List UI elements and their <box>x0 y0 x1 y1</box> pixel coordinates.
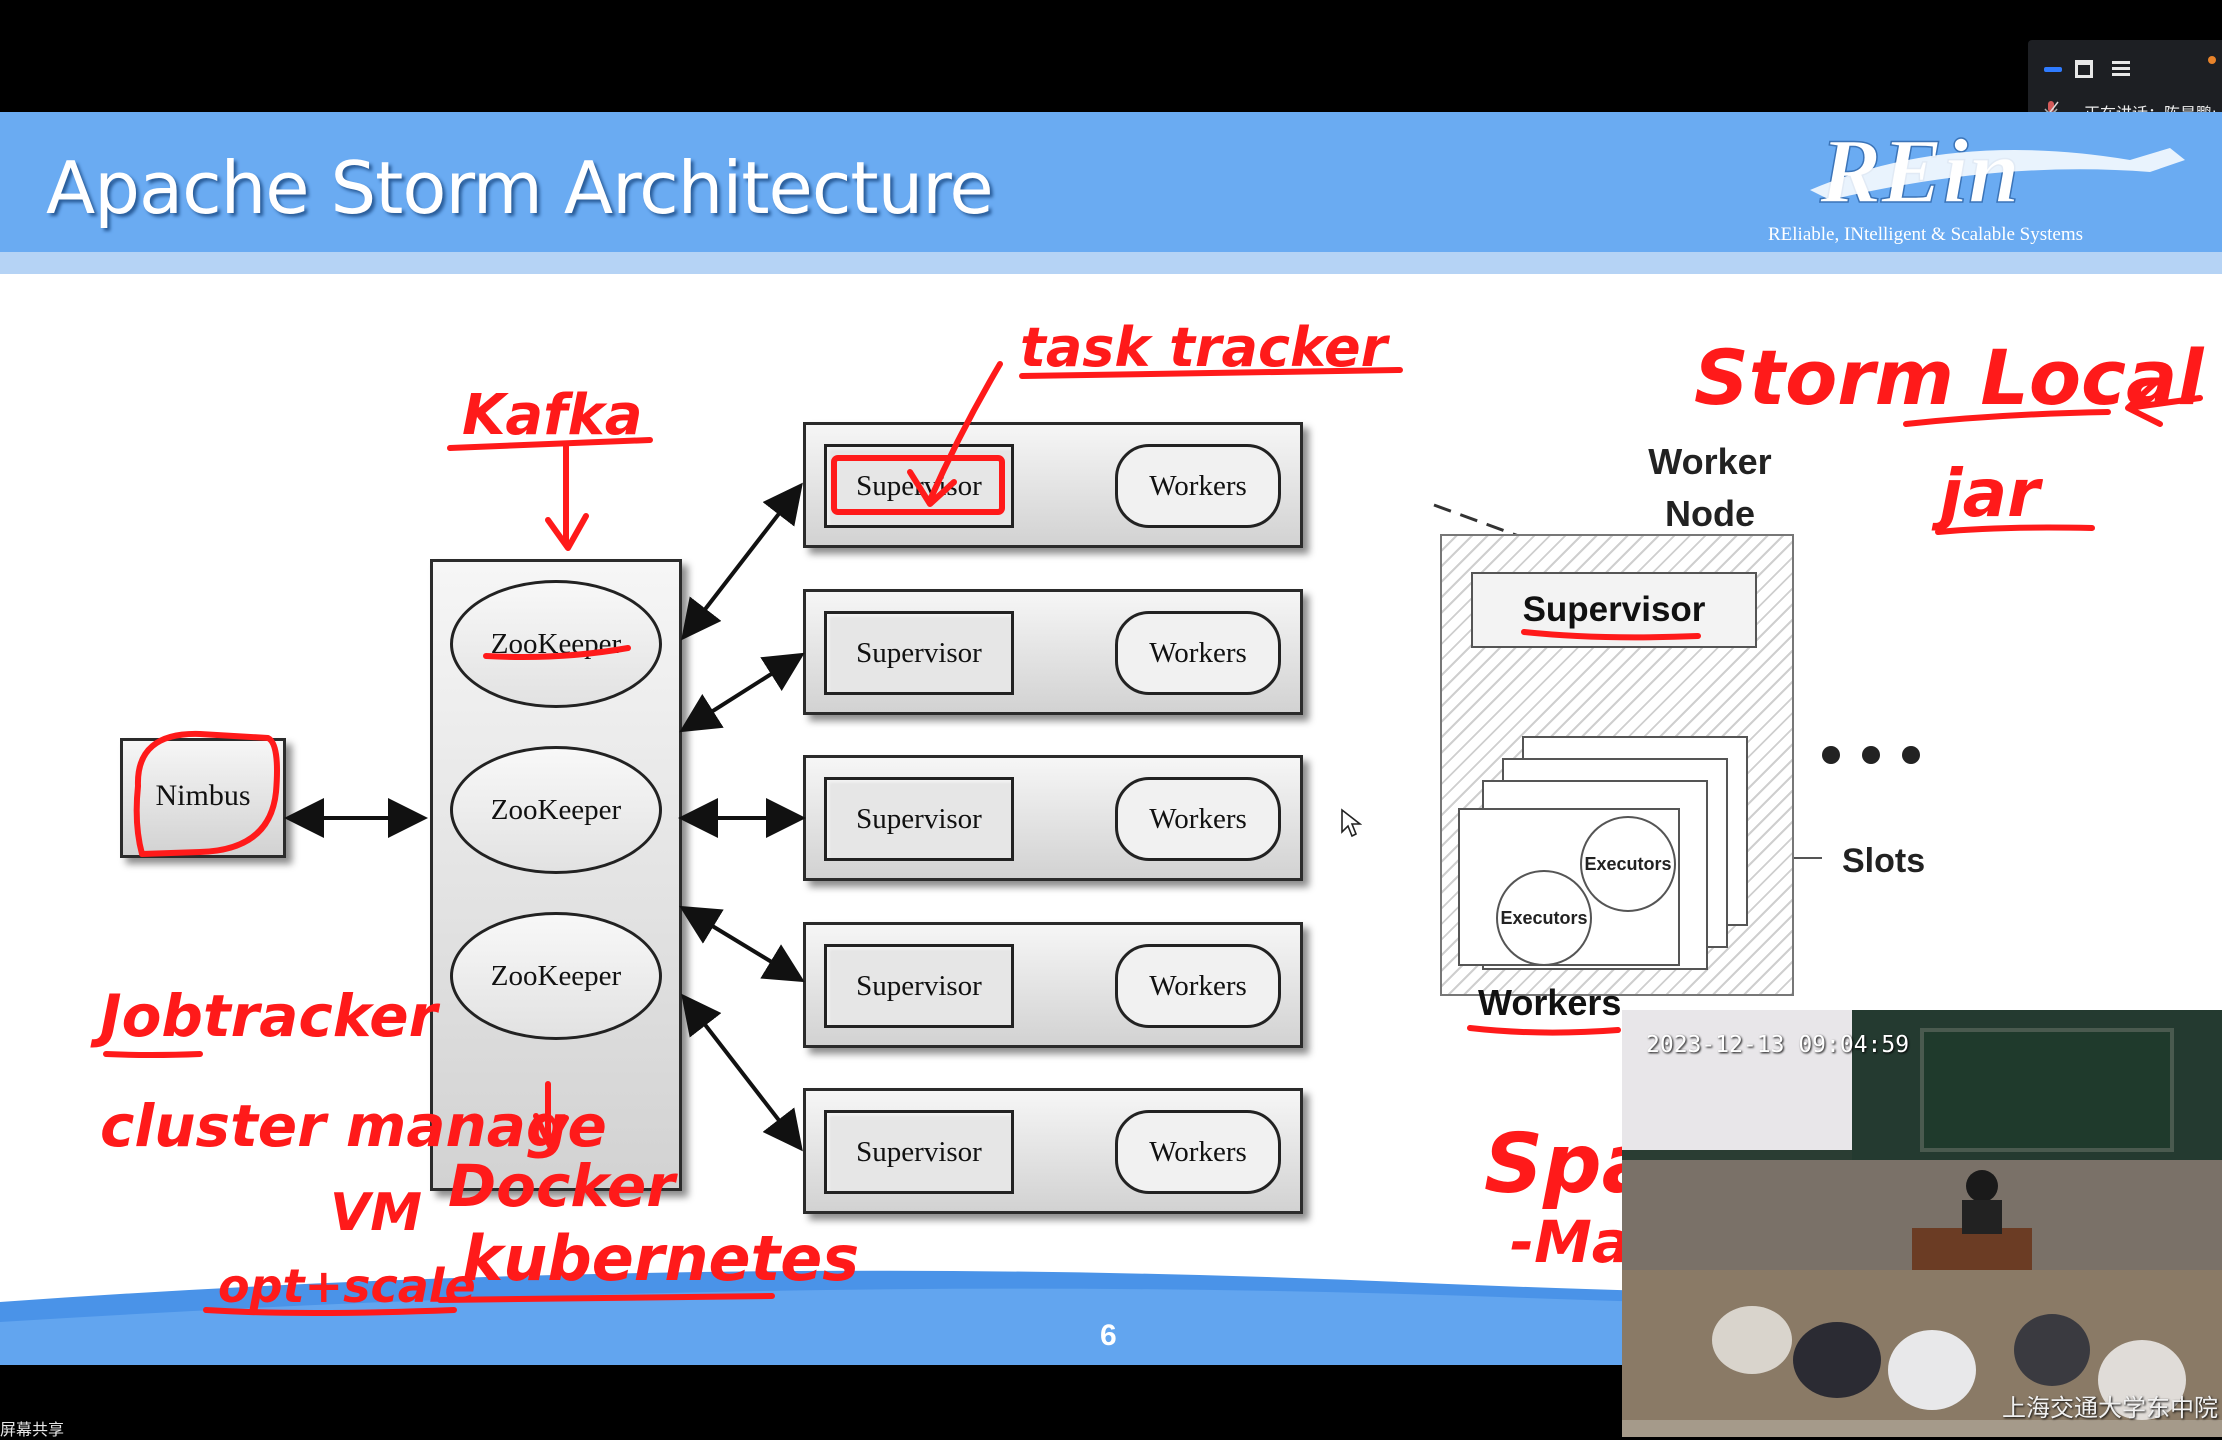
ellipsis-dot <box>1902 746 1920 764</box>
supervisor-box: Supervisor <box>824 1110 1014 1194</box>
arrow-zk-node-2 <box>679 652 805 733</box>
workers-label: Workers <box>1149 1135 1247 1168</box>
supervisor-box: Supervisor <box>824 944 1014 1028</box>
supervisor-label: Supervisor <box>856 1135 982 1168</box>
executor-circle: Executors <box>1580 816 1676 912</box>
zookeeper-label: ZooKeeper <box>490 793 622 826</box>
supervisor-box: Supervisor <box>824 777 1014 861</box>
workers-box: Workers <box>1115 611 1281 695</box>
workers-box: Workers <box>1115 1110 1281 1194</box>
workers-box: Workers <box>1115 944 1281 1028</box>
executor-label: Executors <box>1500 907 1588 928</box>
rein-logo: REin <box>1810 130 2185 220</box>
classroom-scene <box>1622 1010 2222 1437</box>
menu-icon[interactable] <box>2110 58 2134 80</box>
ellipsis-dot <box>1862 746 1880 764</box>
diagram-arrows <box>284 482 1822 1152</box>
executor-circle: Executors <box>1496 870 1592 966</box>
zookeeper-node: ZooKeeper <box>450 746 662 874</box>
arrow-zk-node-4 <box>679 905 805 983</box>
screen-share-label: 屏幕共享 <box>0 1422 65 1439</box>
slide-title: Apache Storm Architecture <box>46 146 994 230</box>
arrow-zk-node-5 <box>681 993 803 1152</box>
window-icon[interactable] <box>2072 58 2096 80</box>
supervisor-label: Supervisor <box>856 969 982 1002</box>
slots-label: Slots <box>1842 842 1926 880</box>
worker-node-text: Worker Node <box>1648 441 1772 534</box>
minimize-icon[interactable] <box>2042 58 2066 80</box>
executor-label: Executors <box>1584 853 1672 874</box>
supervisor-label: Supervisor <box>856 802 982 835</box>
slide-header-band <box>0 252 2222 274</box>
ellipsis-dot <box>1822 746 1840 764</box>
workers-label: Workers <box>1149 969 1247 1002</box>
recording-dot-icon <box>2208 56 2216 64</box>
supervisor-label: Supervisor <box>856 636 982 669</box>
worker-node-label: Worker Node <box>1620 436 1800 540</box>
webcam-location-caption: 上海交通大学东中院 <box>2002 1395 2218 1422</box>
workers-box: Workers <box>1115 777 1281 861</box>
workers-label: Workers <box>1478 982 1622 1023</box>
workers-label: Workers <box>1149 802 1247 835</box>
supervisor-box: Supervisor <box>824 611 1014 695</box>
worker-node-supervisor: Supervisor <box>1471 572 1757 648</box>
logo-tagline: REliable, INtelligent & Scalable Systems <box>1768 224 2084 245</box>
workers-box: Workers <box>1115 444 1281 528</box>
workers-label: Workers <box>1149 469 1247 502</box>
webcam-timestamp: 2023-12-13 09:04:59 <box>1646 1032 1910 1058</box>
webcam-video[interactable]: 2023-12-13 09:04:59 上海交通大学东中院 <box>1622 1010 2222 1437</box>
zookeeper-label: ZooKeeper <box>490 959 622 992</box>
slide-page-number: 6 <box>1100 1319 1117 1352</box>
zookeeper-node: ZooKeeper <box>450 912 662 1040</box>
mouse-cursor-icon <box>1341 808 1362 838</box>
arrow-zk-node-1 <box>681 482 803 641</box>
supervisor-text: Supervisor <box>1522 590 1706 629</box>
workers-label: Workers <box>1149 636 1247 669</box>
